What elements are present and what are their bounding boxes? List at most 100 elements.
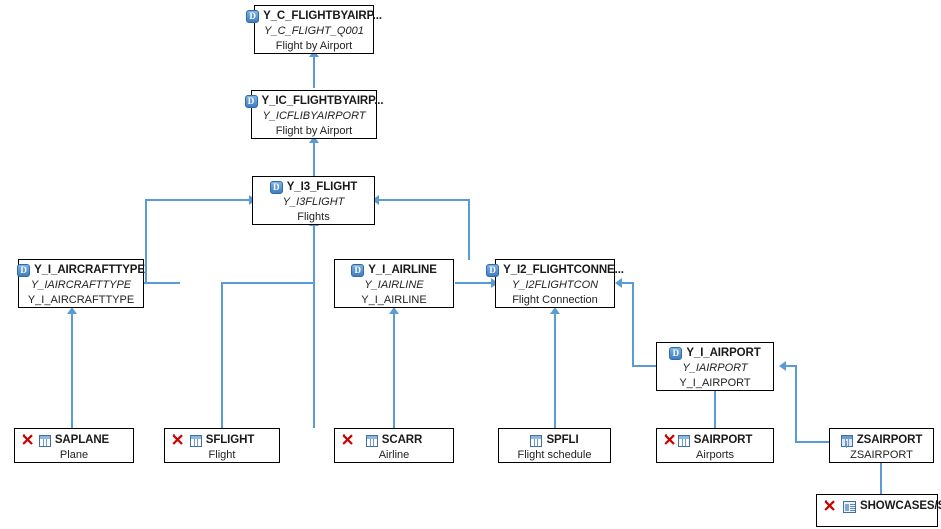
error-marker-icon	[664, 434, 675, 445]
edge-scarr-riser	[393, 313, 395, 428]
edge-arrow-i3-to-ic	[309, 136, 319, 143]
node-description: Y_I_AIRLINE	[361, 293, 427, 306]
view-icon	[840, 434, 853, 447]
node-technical-name: Y_C_FLIGHT_Q001	[264, 25, 364, 38]
node-title: SPFLI	[546, 434, 579, 446]
node-saplane[interactable]: SAPLANE Plane	[14, 428, 134, 463]
edge-sflight-h	[222, 282, 315, 284]
edge-showcases-riser	[880, 462, 882, 494]
node-y-i-airport[interactable]: D Y_I_AIRPORT Y_IAIRPORT Y_I_AIRPORT	[656, 342, 774, 391]
cds-view-icon: D	[17, 264, 31, 278]
node-title-row: SAIRPORT	[661, 433, 769, 448]
table-icon	[530, 434, 543, 447]
table-icon	[189, 434, 202, 447]
edge-sflight-riser	[313, 283, 315, 428]
error-marker-icon	[342, 434, 353, 445]
node-title: SHOWCASES/SC...	[860, 500, 941, 512]
node-title: SFLIGHT	[205, 434, 255, 446]
edge-arrow-scarr	[389, 307, 399, 314]
node-zsairport[interactable]: ZSAIRPORT ZSAIRPORT	[829, 428, 934, 463]
cds-view-icon: D	[246, 10, 260, 24]
edge-arrow-saplane	[67, 307, 77, 314]
edge-arrow-i2-to-i3	[372, 195, 379, 205]
edge-i2-in	[376, 199, 470, 201]
node-y-i3-flight[interactable]: D Y_I3_FLIGHT Y_I3FLIGHT Flights	[252, 176, 375, 225]
node-description: Airline	[378, 449, 410, 462]
node-title-row: D Y_I2_FLIGHTCONNE...	[486, 263, 624, 278]
edge-i3-to-ic	[313, 140, 315, 176]
node-title-row: SCARR	[339, 433, 449, 448]
edge-sflight-riser2	[313, 224, 315, 284]
node-title-row: D Y_I_AIRLINE	[339, 263, 449, 278]
node-description: Airports	[696, 449, 734, 462]
node-title: SAPLANE	[54, 434, 110, 446]
node-description: Flight	[208, 449, 236, 462]
node-title-row: ZSAIRPORT	[834, 433, 929, 448]
node-scarr[interactable]: SCARR Airline	[334, 428, 454, 463]
node-description: Flights	[297, 210, 330, 223]
edge-arrow-airline-to-i2	[491, 278, 498, 288]
edge-zsairport-out	[795, 441, 830, 443]
node-title: Y_I2_FLIGHTCONNE...	[503, 264, 624, 276]
node-sflight[interactable]: SFLIGHT Flight	[164, 428, 280, 463]
edge-saplane-riser	[71, 313, 73, 428]
error-marker-icon	[22, 434, 33, 445]
edge-airline-to-i2	[455, 282, 495, 284]
node-title: Y_C_FLIGHTBYAIRP...	[263, 10, 382, 22]
package-icon	[843, 500, 856, 513]
node-technical-name: Y_IAIRLINE	[364, 279, 424, 292]
node-title-row: SAPLANE	[19, 433, 129, 448]
edge-i2-riser	[468, 199, 470, 260]
node-title-row: SFLIGHT	[169, 433, 275, 448]
edge-sflight-stub	[221, 282, 223, 428]
edge-sairport-riser	[714, 385, 716, 428]
node-technical-name: Y_I2FLIGHTCON	[511, 279, 599, 292]
node-title: Y_I3_FLIGHT	[286, 181, 358, 193]
node-spfli[interactable]: SPFLI Flight schedule	[498, 428, 611, 463]
node-y-i-airline[interactable]: D Y_I_AIRLINE Y_IAIRLINE Y_I_AIRLINE	[334, 259, 454, 308]
node-title: Y_I_AIRLINE	[368, 264, 437, 276]
edge-aircrafttype-in	[145, 199, 253, 201]
cds-view-icon: D	[351, 264, 365, 278]
edge-airport-in	[621, 282, 634, 284]
edge-zsairport-in	[785, 365, 797, 367]
node-y-i2-flightconnection[interactable]: D Y_I2_FLIGHTCONNE... Y_I2FLIGHTCON Flig…	[486, 259, 624, 308]
node-technical-name: Y_ICFLIBYAIRPORT	[262, 110, 366, 123]
edge-arrow-zsairport-to-airport	[779, 361, 786, 371]
edge-arrow-airport-to-i2	[615, 278, 622, 288]
node-showcases[interactable]: SHOWCASES/SC...	[816, 494, 941, 527]
node-technical-name: Y_IAIRCRAFTTYPE	[30, 279, 132, 292]
error-marker-icon	[172, 434, 183, 445]
cds-view-icon: D	[669, 347, 683, 361]
node-description: Y_I_AIRPORT	[679, 376, 751, 389]
node-title-row: SHOWCASES/SC...	[821, 499, 941, 514]
node-description: Flight by Airport	[275, 124, 353, 137]
node-description: Flight by Airport	[275, 39, 353, 52]
error-marker-icon	[824, 500, 835, 511]
node-description: Y_I_AIRCRAFTTYPE	[27, 293, 135, 306]
node-title-row: D Y_C_FLIGHTBYAIRP...	[246, 9, 382, 24]
table-icon	[365, 434, 378, 447]
node-y-c-flightbyairport[interactable]: D Y_C_FLIGHTBYAIRP... Y_C_FLIGHT_Q001 Fl…	[246, 5, 382, 54]
node-description: Plane	[59, 449, 89, 462]
node-title: Y_I_AIRPORT	[686, 347, 761, 359]
edge-ic-to-c	[313, 54, 315, 88]
edge-zsairport-riser	[795, 365, 797, 443]
node-title: SAIRPORT	[693, 434, 753, 446]
cds-view-icon: D	[269, 181, 283, 195]
node-sairport[interactable]: SAIRPORT Airports	[656, 428, 774, 463]
edge-airport-out	[632, 365, 676, 367]
node-title: Y_I_AIRCRAFTTYPE	[34, 264, 145, 276]
node-technical-name: Y_I3FLIGHT	[282, 196, 345, 209]
table-icon	[38, 434, 51, 447]
node-title: SCARR	[381, 434, 423, 446]
node-y-ic-flightbyairport[interactable]: D Y_IC_FLIGHTBYAIRP... Y_ICFLIBYAIRPORT …	[244, 90, 384, 139]
table-icon	[677, 434, 690, 447]
node-title-row: SPFLI	[503, 433, 606, 448]
node-title-row: D Y_I_AIRCRAFTTYPE	[17, 263, 145, 278]
cds-view-icon: D	[244, 95, 258, 109]
edge-airport-riser	[632, 282, 634, 367]
node-y-i-aircrafttype[interactable]: D Y_I_AIRCRAFTTYPE Y_IAIRCRAFTTYPE Y_I_A…	[17, 259, 145, 308]
node-title-row: D Y_I_AIRPORT	[661, 346, 769, 361]
